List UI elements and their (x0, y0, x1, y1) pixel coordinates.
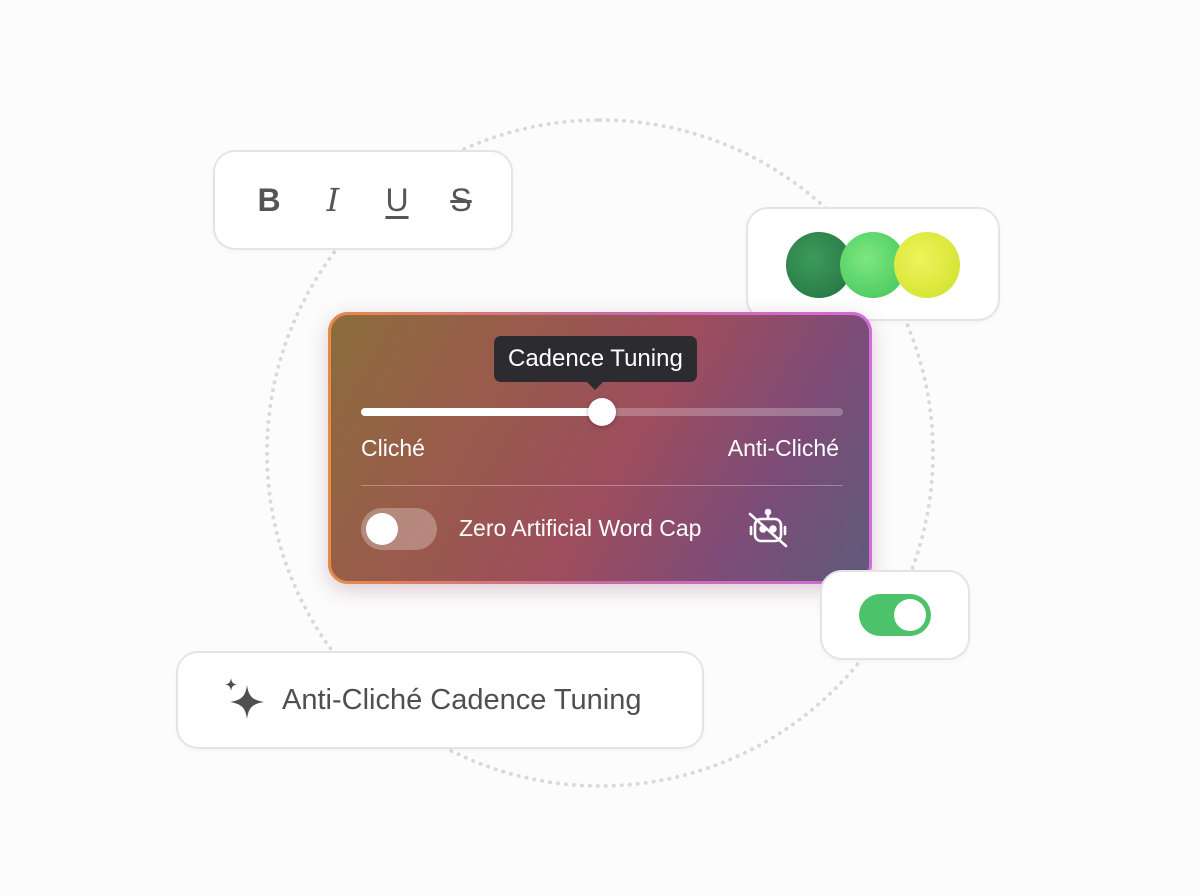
green-toggle-card (820, 570, 970, 660)
format-toolbar: B I U S (213, 150, 513, 250)
sparkle-icon (225, 678, 264, 719)
strikethrough-button[interactable]: S (450, 181, 472, 218)
green-toggle-knob (894, 599, 926, 631)
green-toggle[interactable] (859, 594, 931, 636)
cadence-slider-track[interactable] (361, 398, 843, 426)
word-cap-toggle[interactable] (361, 508, 437, 550)
italic-button[interactable]: I (326, 181, 340, 219)
underline-button[interactable]: U (385, 181, 409, 218)
word-cap-label: Zero Artificial Word Cap (459, 515, 702, 541)
panel-divider (361, 485, 843, 486)
dotted-ring-decoration (265, 118, 935, 788)
title-text: Anti-Cliché Cadence Tuning (282, 683, 642, 716)
cadence-slider-thumb[interactable] (588, 398, 616, 426)
cadence-tuning-panel: Cadence Tuning Cliché Anti-Cliché Zero A… (328, 312, 872, 584)
robot-off-icon (748, 508, 788, 548)
swatch-yellow-green[interactable] (894, 232, 960, 298)
cadence-slider-fill (361, 408, 602, 416)
bold-button[interactable]: B (257, 181, 281, 218)
slider-label-cliche: Cliché (361, 435, 425, 461)
title-card: Anti-Cliché Cadence Tuning (176, 651, 704, 749)
color-swatch-card (746, 207, 1000, 321)
slider-label-anti-cliche: Anti-Cliché (727, 435, 839, 461)
word-cap-toggle-knob (366, 513, 398, 545)
cadence-tooltip: Cadence Tuning (494, 336, 697, 390)
